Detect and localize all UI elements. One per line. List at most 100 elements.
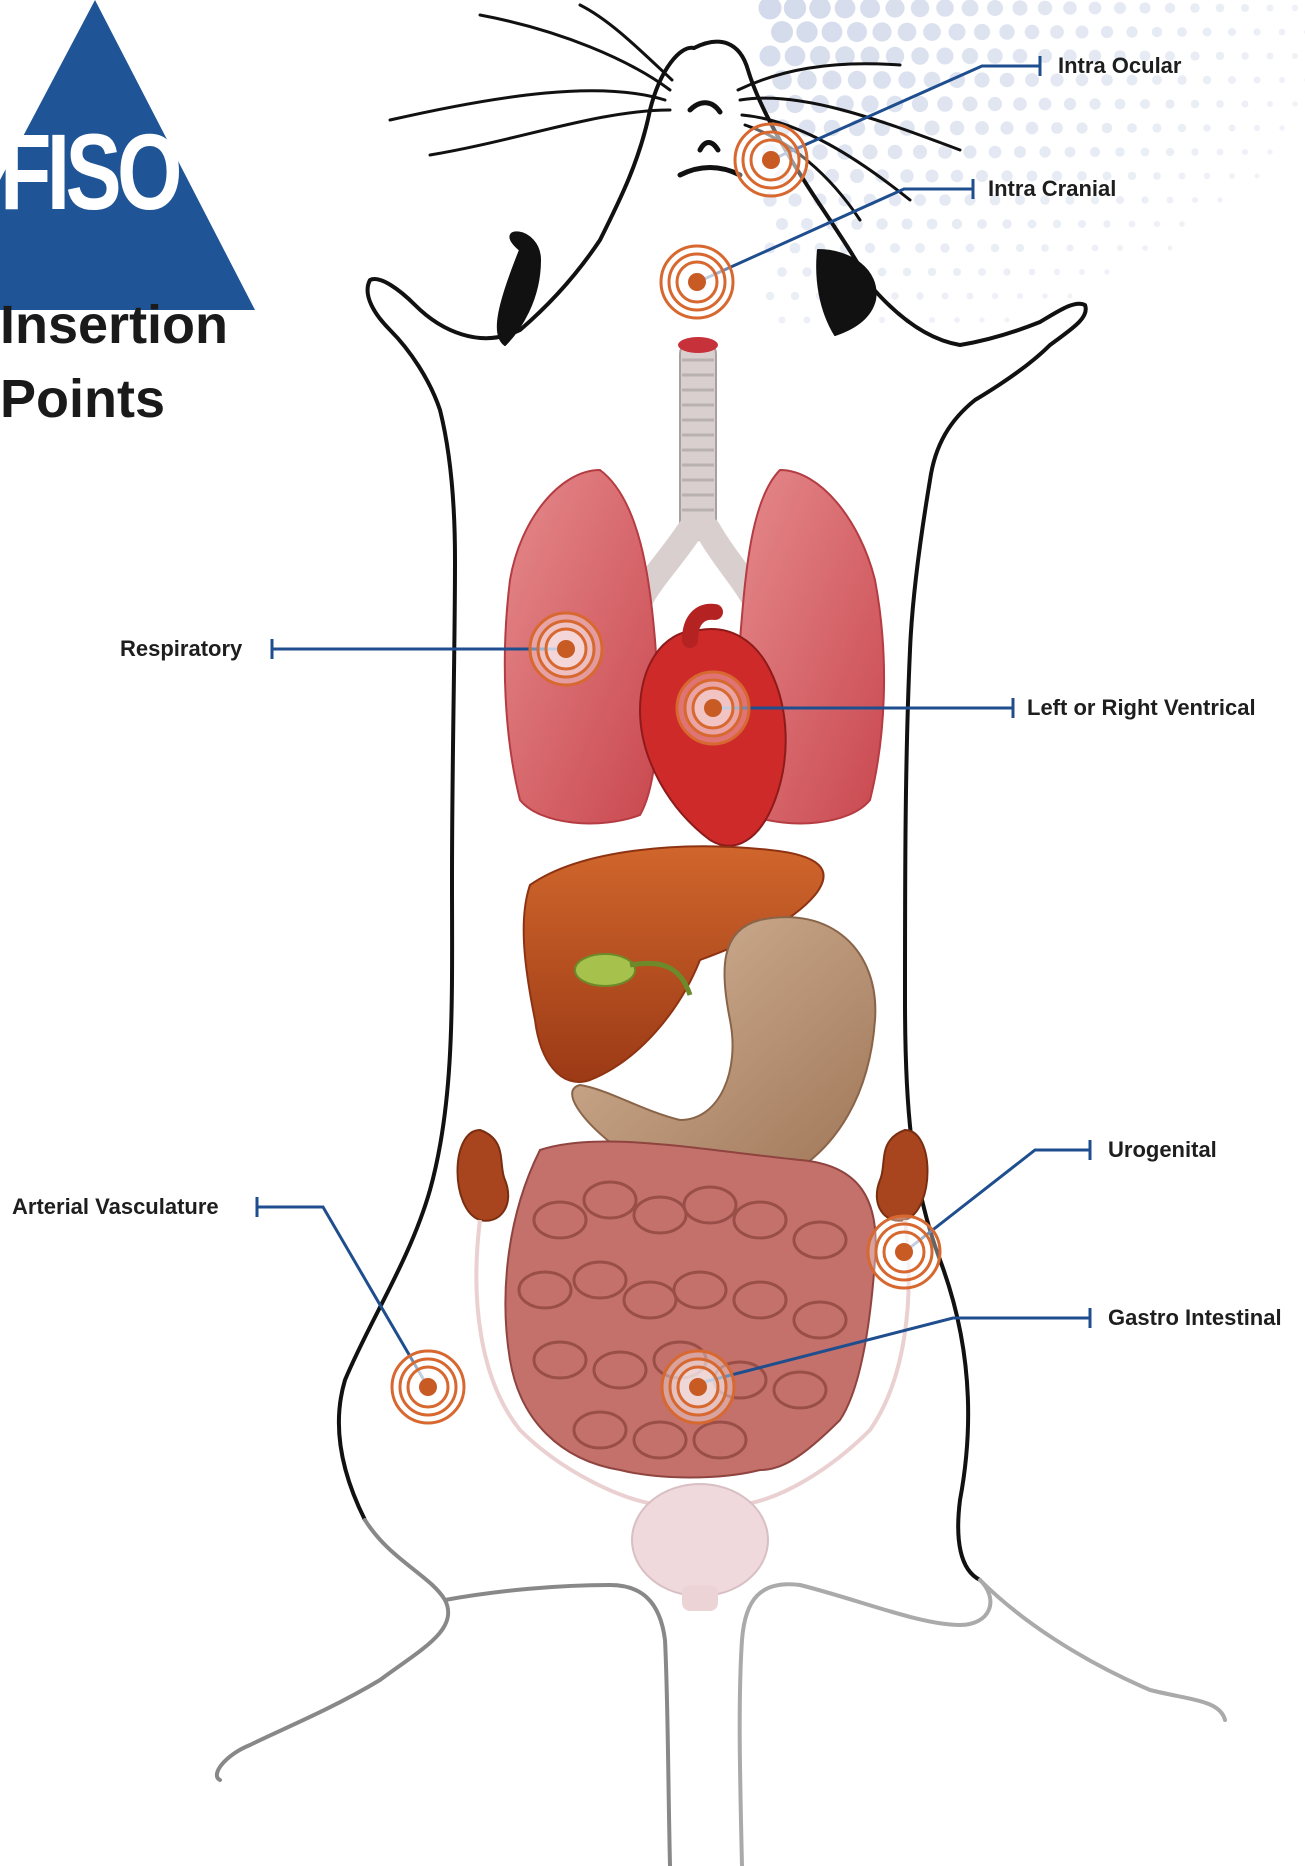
background-dot: [1114, 2, 1126, 14]
background-dot: [1090, 147, 1100, 157]
background-dot: [848, 71, 866, 89]
label-intra-cranial: Intra Cranial: [988, 178, 1116, 200]
background-dot: [950, 121, 964, 135]
background-dot: [967, 293, 974, 300]
background-dot: [812, 144, 828, 160]
background-dot: [1101, 26, 1113, 38]
background-dot: [927, 219, 938, 230]
background-dot: [1051, 122, 1063, 134]
background-dot: [1217, 149, 1224, 156]
background-dot: [952, 219, 962, 229]
background-dot: [1089, 98, 1100, 109]
background-dot: [1115, 147, 1125, 157]
background-dot: [1140, 99, 1150, 109]
background-dot: [999, 24, 1014, 39]
background-dot: [1104, 269, 1109, 274]
background-dot: [928, 268, 936, 276]
label-gastro-intestinal: Gastro Intestinal: [1108, 1307, 1282, 1329]
background-dot: [987, 0, 1003, 16]
background-dot: [936, 0, 954, 17]
background-dot: [822, 22, 843, 43]
background-dot: [1067, 293, 1072, 298]
background-dot: [954, 317, 960, 323]
background-dot: [913, 145, 927, 159]
background-dot: [1025, 73, 1039, 87]
background-dot: [1076, 122, 1087, 133]
target-ventrical: [677, 672, 749, 744]
gallbladder: [575, 954, 635, 986]
background-dot: [1292, 53, 1298, 59]
background-dot: [926, 170, 939, 183]
background-dot: [1152, 27, 1163, 38]
background-dot: [1255, 174, 1260, 179]
background-dot: [759, 0, 782, 20]
background-dot: [823, 71, 842, 90]
background-dot: [797, 70, 816, 89]
background-dot: [1029, 269, 1036, 276]
background-dot: [988, 97, 1002, 111]
target-urogenital: [868, 1216, 940, 1288]
background-dot: [975, 121, 989, 135]
target-respiratory: [530, 613, 602, 685]
background-dot: [790, 243, 801, 254]
background-dot: [992, 293, 998, 299]
background-dot: [1065, 147, 1076, 158]
background-dot: [1064, 98, 1076, 110]
background-dot: [1129, 221, 1136, 228]
background-dot: [953, 268, 961, 276]
background-dot: [903, 268, 912, 277]
background-dot: [1016, 244, 1024, 252]
background-dot: [1003, 268, 1010, 275]
background-dot: [1241, 52, 1249, 60]
background-dot: [776, 218, 788, 230]
background-dot: [1026, 122, 1039, 135]
background-dot: [900, 169, 913, 182]
target-center: [688, 273, 706, 291]
background-dot: [865, 243, 875, 253]
title-line-1: Insertion: [0, 298, 228, 352]
background-dot: [1191, 148, 1198, 155]
background-dot: [1002, 219, 1011, 228]
background-dot: [916, 292, 923, 299]
background-dot: [1165, 99, 1174, 108]
background-dot: [989, 146, 1002, 159]
label-intra-ocular: Intra Ocular: [1058, 55, 1181, 77]
logo-text: FISO: [0, 118, 178, 226]
background-dot: [1279, 29, 1286, 36]
background-dot: [1242, 149, 1248, 155]
background-dot: [872, 22, 891, 41]
background-dot: [878, 268, 887, 277]
background-dot: [847, 22, 867, 42]
background-dot: [1217, 197, 1222, 202]
background-dot: [861, 95, 878, 112]
background-dot: [1279, 125, 1284, 130]
target-center: [689, 1378, 707, 1396]
target-intra-cranial: [661, 246, 733, 318]
background-dot: [915, 243, 925, 253]
background-dot: [1216, 52, 1224, 60]
target-center: [704, 699, 722, 717]
background-dot: [1153, 172, 1161, 180]
background-dot: [1141, 148, 1150, 157]
background-dot: [963, 97, 978, 112]
mouse-mouth: [680, 103, 740, 175]
background-dot: [890, 243, 900, 253]
background-dot: [1229, 125, 1236, 132]
background-dot: [1203, 28, 1212, 37]
background-dot: [942, 293, 949, 300]
background-dot: [1050, 25, 1064, 39]
background-dot: [1076, 26, 1089, 39]
background-dot: [1025, 25, 1040, 40]
background-dot: [1216, 4, 1225, 13]
title-line-2: Points: [0, 372, 165, 426]
background-dot: [1013, 49, 1028, 64]
background-dot: [1177, 27, 1187, 37]
background-dot: [911, 0, 929, 17]
background-dot: [810, 46, 830, 66]
background-dot: [974, 72, 989, 87]
background-dot: [1229, 173, 1235, 179]
background-dot: [1191, 100, 1200, 109]
target-center: [419, 1378, 437, 1396]
